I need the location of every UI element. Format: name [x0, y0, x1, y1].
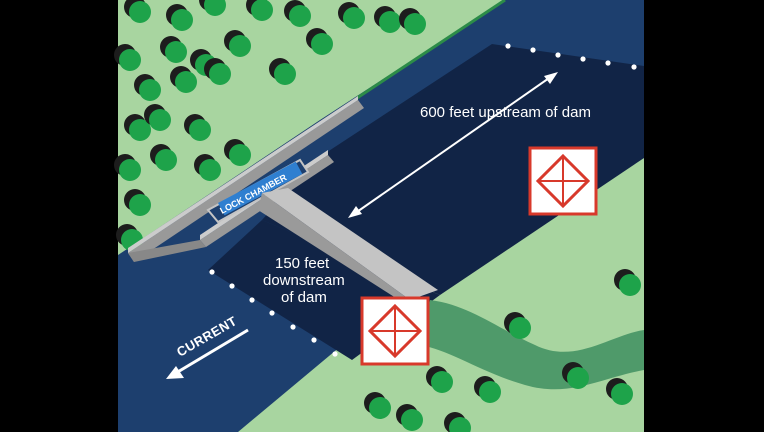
tree [274, 63, 296, 85]
bank-line [356, 0, 506, 100]
tree [401, 409, 423, 431]
downstream-distance-label-line1: 150 feet [275, 255, 330, 272]
tree [251, 0, 273, 21]
tree [129, 194, 151, 216]
buoy-dot [229, 283, 235, 289]
lock-wall-base [128, 240, 206, 262]
tree [509, 317, 531, 339]
downstream-distance-label-line2: downstream [263, 272, 345, 289]
tree [119, 49, 141, 71]
tree [229, 35, 251, 57]
tree [449, 417, 471, 432]
tree [431, 371, 453, 393]
tree [229, 144, 251, 166]
tree [129, 119, 151, 141]
buoy-dot [249, 297, 255, 303]
buoy-dot [332, 351, 338, 357]
buoy-dot [631, 64, 637, 70]
tree [139, 79, 161, 101]
tree [189, 119, 211, 141]
map-area: LOCK CHAMBER [114, 0, 644, 432]
restricted-area-diamond-icon [528, 146, 598, 216]
dam-top [262, 188, 438, 300]
tree [311, 33, 333, 55]
tree [567, 367, 589, 389]
creek [420, 300, 644, 390]
dam-face [258, 193, 410, 307]
current-direction-arrow-icon [166, 328, 249, 379]
tree [343, 7, 365, 29]
tree [619, 274, 641, 296]
tree [199, 159, 221, 181]
tree [404, 13, 426, 35]
tree [165, 41, 187, 63]
restricted-area-diamond-icon [360, 296, 430, 366]
buoy-dot [555, 52, 561, 58]
buoy-dot [605, 60, 611, 66]
tree [155, 149, 177, 171]
upstream-buoy-line [505, 43, 637, 70]
tree [611, 383, 633, 405]
lock-wall-outer-top [128, 96, 358, 253]
tree [209, 63, 231, 85]
tree [379, 11, 401, 33]
tree [171, 9, 193, 31]
tree [119, 159, 141, 181]
double-headed-arrow-icon [348, 72, 558, 218]
tree [175, 71, 197, 93]
tree [479, 381, 501, 403]
buoy-dot [290, 324, 296, 330]
tree [369, 397, 391, 419]
buoy-dot [505, 43, 511, 49]
buoy-dot [209, 269, 215, 275]
dam [258, 188, 438, 307]
lock-wall-outer [128, 100, 364, 262]
upstream-distance-label: 600 feet upstream of dam [420, 104, 591, 121]
buoy-dot [530, 47, 536, 53]
tree [129, 1, 151, 23]
trees [114, 0, 641, 432]
buoy-dot [580, 56, 586, 62]
tree [204, 0, 226, 16]
tree [149, 109, 171, 131]
tree [289, 5, 311, 27]
buoy-dot [311, 337, 317, 343]
upstream-restricted-zone [262, 44, 644, 295]
lock-chamber-label-box [218, 161, 303, 216]
downstream-distance-label-line3: of dam [281, 289, 327, 306]
buoy-dot [269, 310, 275, 316]
downstream-buoy-line [209, 269, 338, 357]
